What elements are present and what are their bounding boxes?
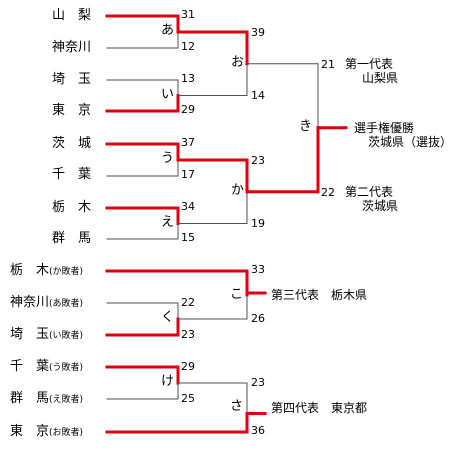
match-label-e: え <box>160 215 176 230</box>
team-name: 神奈川 <box>10 295 50 310</box>
champion-pref: 茨城県（選抜） <box>368 135 453 149</box>
team-note: (あ敗者) <box>49 299 84 309</box>
match-label-ka: か <box>230 183 246 198</box>
team-name: 埼 玉 <box>10 327 50 342</box>
rep-third: 第三代表 栃木県 <box>271 288 368 302</box>
team-tochigi-loser: 栃 木(か敗者) <box>10 264 83 277</box>
score-u-top: 37 <box>181 136 195 149</box>
score-ka-bottom: 19 <box>251 217 265 230</box>
score-ka-top: 23 <box>251 154 265 167</box>
score-e-bottom: 15 <box>181 231 195 244</box>
team-tokyo-loser: 東 京(お敗者) <box>10 425 83 438</box>
team-tokyo: 東 京 <box>52 103 92 118</box>
rep-second-pref: 茨城県 <box>362 199 399 213</box>
rep-fourth: 第四代表 東京都 <box>271 401 368 415</box>
team-ibaraki: 茨 城 <box>52 136 92 151</box>
score-o-top: 39 <box>251 26 265 39</box>
team-kanagawa-loser: 神奈川(あ敗者) <box>10 296 83 309</box>
team-name: 千 葉 <box>10 359 50 374</box>
score-ko-top: 33 <box>251 263 265 276</box>
score-ko-bottom: 26 <box>251 312 265 325</box>
match-label-u: う <box>160 151 176 166</box>
team-note: (お敗者) <box>49 428 84 438</box>
score-ke-bottom: 25 <box>181 392 195 405</box>
score-sa-top: 23 <box>251 376 265 389</box>
match-label-sa: さ <box>229 399 245 414</box>
score-ku-top: 22 <box>181 296 195 309</box>
team-chiba-loser: 千 葉(う敗者) <box>10 360 83 373</box>
score-ki-bottom: 22 <box>321 186 335 199</box>
score-i-top: 13 <box>181 72 195 85</box>
score-i-bottom: 29 <box>181 103 195 116</box>
rep-second-title: 第二代表 <box>345 185 394 199</box>
match-label-a: あ <box>160 23 176 38</box>
team-name: 群 馬 <box>10 391 50 406</box>
team-chiba: 千 葉 <box>52 167 92 182</box>
score-ki-top: 21 <box>321 58 335 71</box>
team-note: (か敗者) <box>49 267 84 277</box>
team-yamanashi: 山 梨 <box>52 8 92 23</box>
match-label-ku: く <box>160 310 176 325</box>
team-note: (い敗者) <box>49 331 84 341</box>
team-note: (え敗者) <box>49 395 84 405</box>
team-note: (う敗者) <box>49 363 84 373</box>
match-label-o: お <box>230 55 246 70</box>
match-label-i: い <box>160 87 176 102</box>
score-u-bottom: 17 <box>181 168 195 181</box>
team-name: 栃 木 <box>10 263 50 278</box>
team-kanagawa: 神奈川 <box>52 40 92 55</box>
score-e-top: 34 <box>181 200 195 213</box>
match-label-ki: き <box>298 119 314 134</box>
team-name: 東 京 <box>10 424 50 439</box>
team-gunma-loser: 群 馬(え敗者) <box>10 392 83 405</box>
team-tochigi: 栃 木 <box>52 200 92 215</box>
rep-first-title: 第一代表 <box>345 57 394 71</box>
team-saitama-loser: 埼 玉(い敗者) <box>10 328 83 341</box>
rep-first-pref: 山梨県 <box>362 71 399 85</box>
score-ke-top: 29 <box>181 360 195 373</box>
team-saitama: 埼 玉 <box>52 72 92 87</box>
champion-title: 選手権優勝 <box>354 121 415 135</box>
match-label-ke: け <box>160 374 176 389</box>
score-o-bottom: 14 <box>251 89 265 102</box>
match-label-ko: こ <box>229 287 245 302</box>
score-a-bottom: 12 <box>181 40 195 53</box>
score-a-top: 31 <box>181 8 195 21</box>
score-sa-bottom: 36 <box>251 424 265 437</box>
score-ku-bottom: 23 <box>181 328 195 341</box>
team-gunma: 群 馬 <box>52 231 92 246</box>
